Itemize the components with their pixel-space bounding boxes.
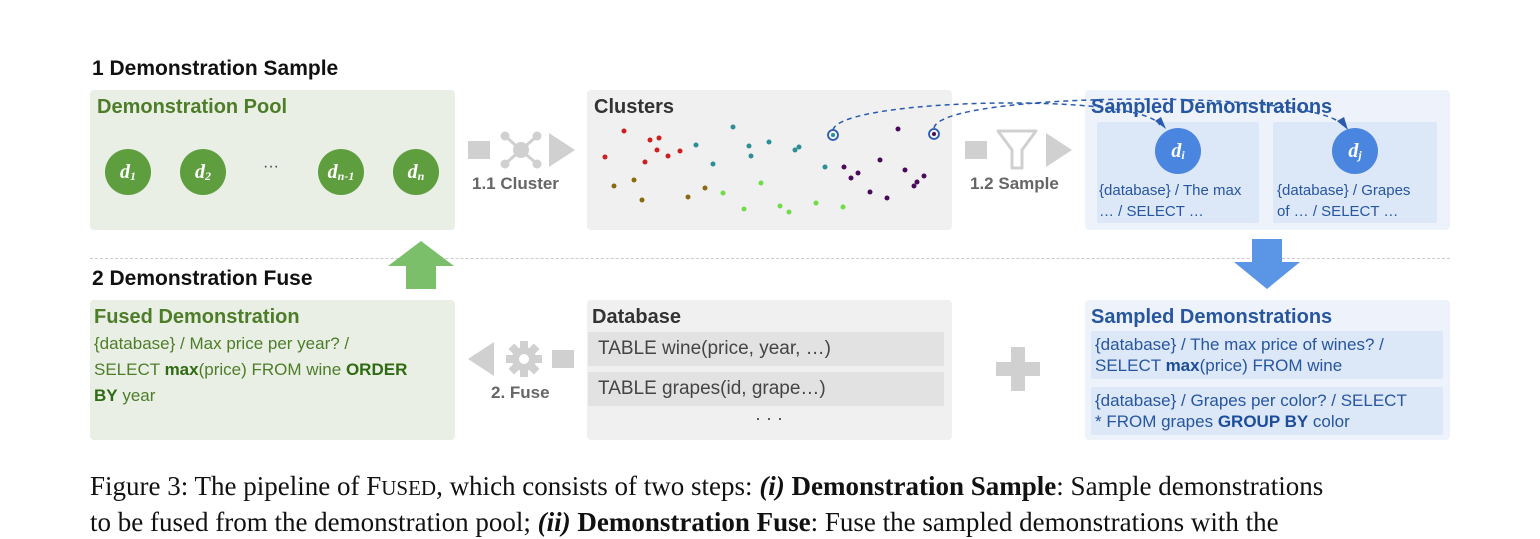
database-title: Database: [592, 306, 681, 328]
fused-demonstration-text: {database} / Max price per year? / SELEC…: [94, 334, 408, 405]
sample-funnel-arrow-icon: [965, 129, 1072, 170]
plus-icon: [996, 347, 1040, 391]
steps-divider: [90, 258, 1450, 259]
sample-step-label: 1.2 Sample: [970, 174, 1059, 193]
sampled-demonstrations-title: Sampled Demonstrations: [1091, 96, 1333, 118]
sampled-demo-2-card: [1091, 387, 1443, 435]
database-table-wine: TABLE wine(price, year, …): [588, 332, 944, 366]
cluster-scatter: [602, 124, 940, 215]
up-arrow-icon: [388, 241, 454, 289]
sampled-card-j-text: {database} / Grapes of … / SELECT …: [1277, 182, 1411, 220]
database-table-grapes: TABLE grapes(id, grape…): [588, 372, 944, 406]
figure-caption: Figure 3: The pipeline of FUSED, which c…: [90, 471, 1324, 537]
sampled-card-i-text: {database} / The max … / SELECT …: [1099, 182, 1242, 220]
demonstration-pool-title: Demonstration Pool: [97, 96, 288, 118]
database-ellipsis: · · ·: [755, 408, 783, 428]
sampled-demonstrations-bottom-title: Sampled Demonstrations: [1091, 306, 1333, 328]
fused-demonstration-panel: [90, 300, 455, 440]
demonstration-pool-panel: [90, 90, 455, 230]
database-panel: [587, 300, 952, 440]
fused-demonstration-title: Fused Demonstration: [94, 306, 300, 328]
clusters-title: Clusters: [594, 96, 675, 118]
down-arrow-icon: [1234, 239, 1300, 289]
sampled-demo-1-card: [1091, 331, 1443, 379]
cluster-step-label: 1.1 Cluster: [472, 174, 559, 193]
step1-title: 1 Demonstration Sample: [92, 57, 339, 80]
fuse-gear-arrow-icon: [468, 341, 574, 377]
sampled-demo-1-text: {database} / The max price of wines? / S…: [1095, 335, 1384, 375]
step2-title: 2 Demonstration Fuse: [92, 267, 313, 290]
cluster-arrow-icon: [468, 131, 575, 169]
fuse-step-label: 2. Fuse: [491, 383, 550, 402]
clusters-panel: [587, 90, 952, 230]
sampled-demo-2-text: {database} / Grapes per color? / SELECT …: [1095, 391, 1407, 431]
pool-ellipsis: ···: [263, 158, 279, 175]
